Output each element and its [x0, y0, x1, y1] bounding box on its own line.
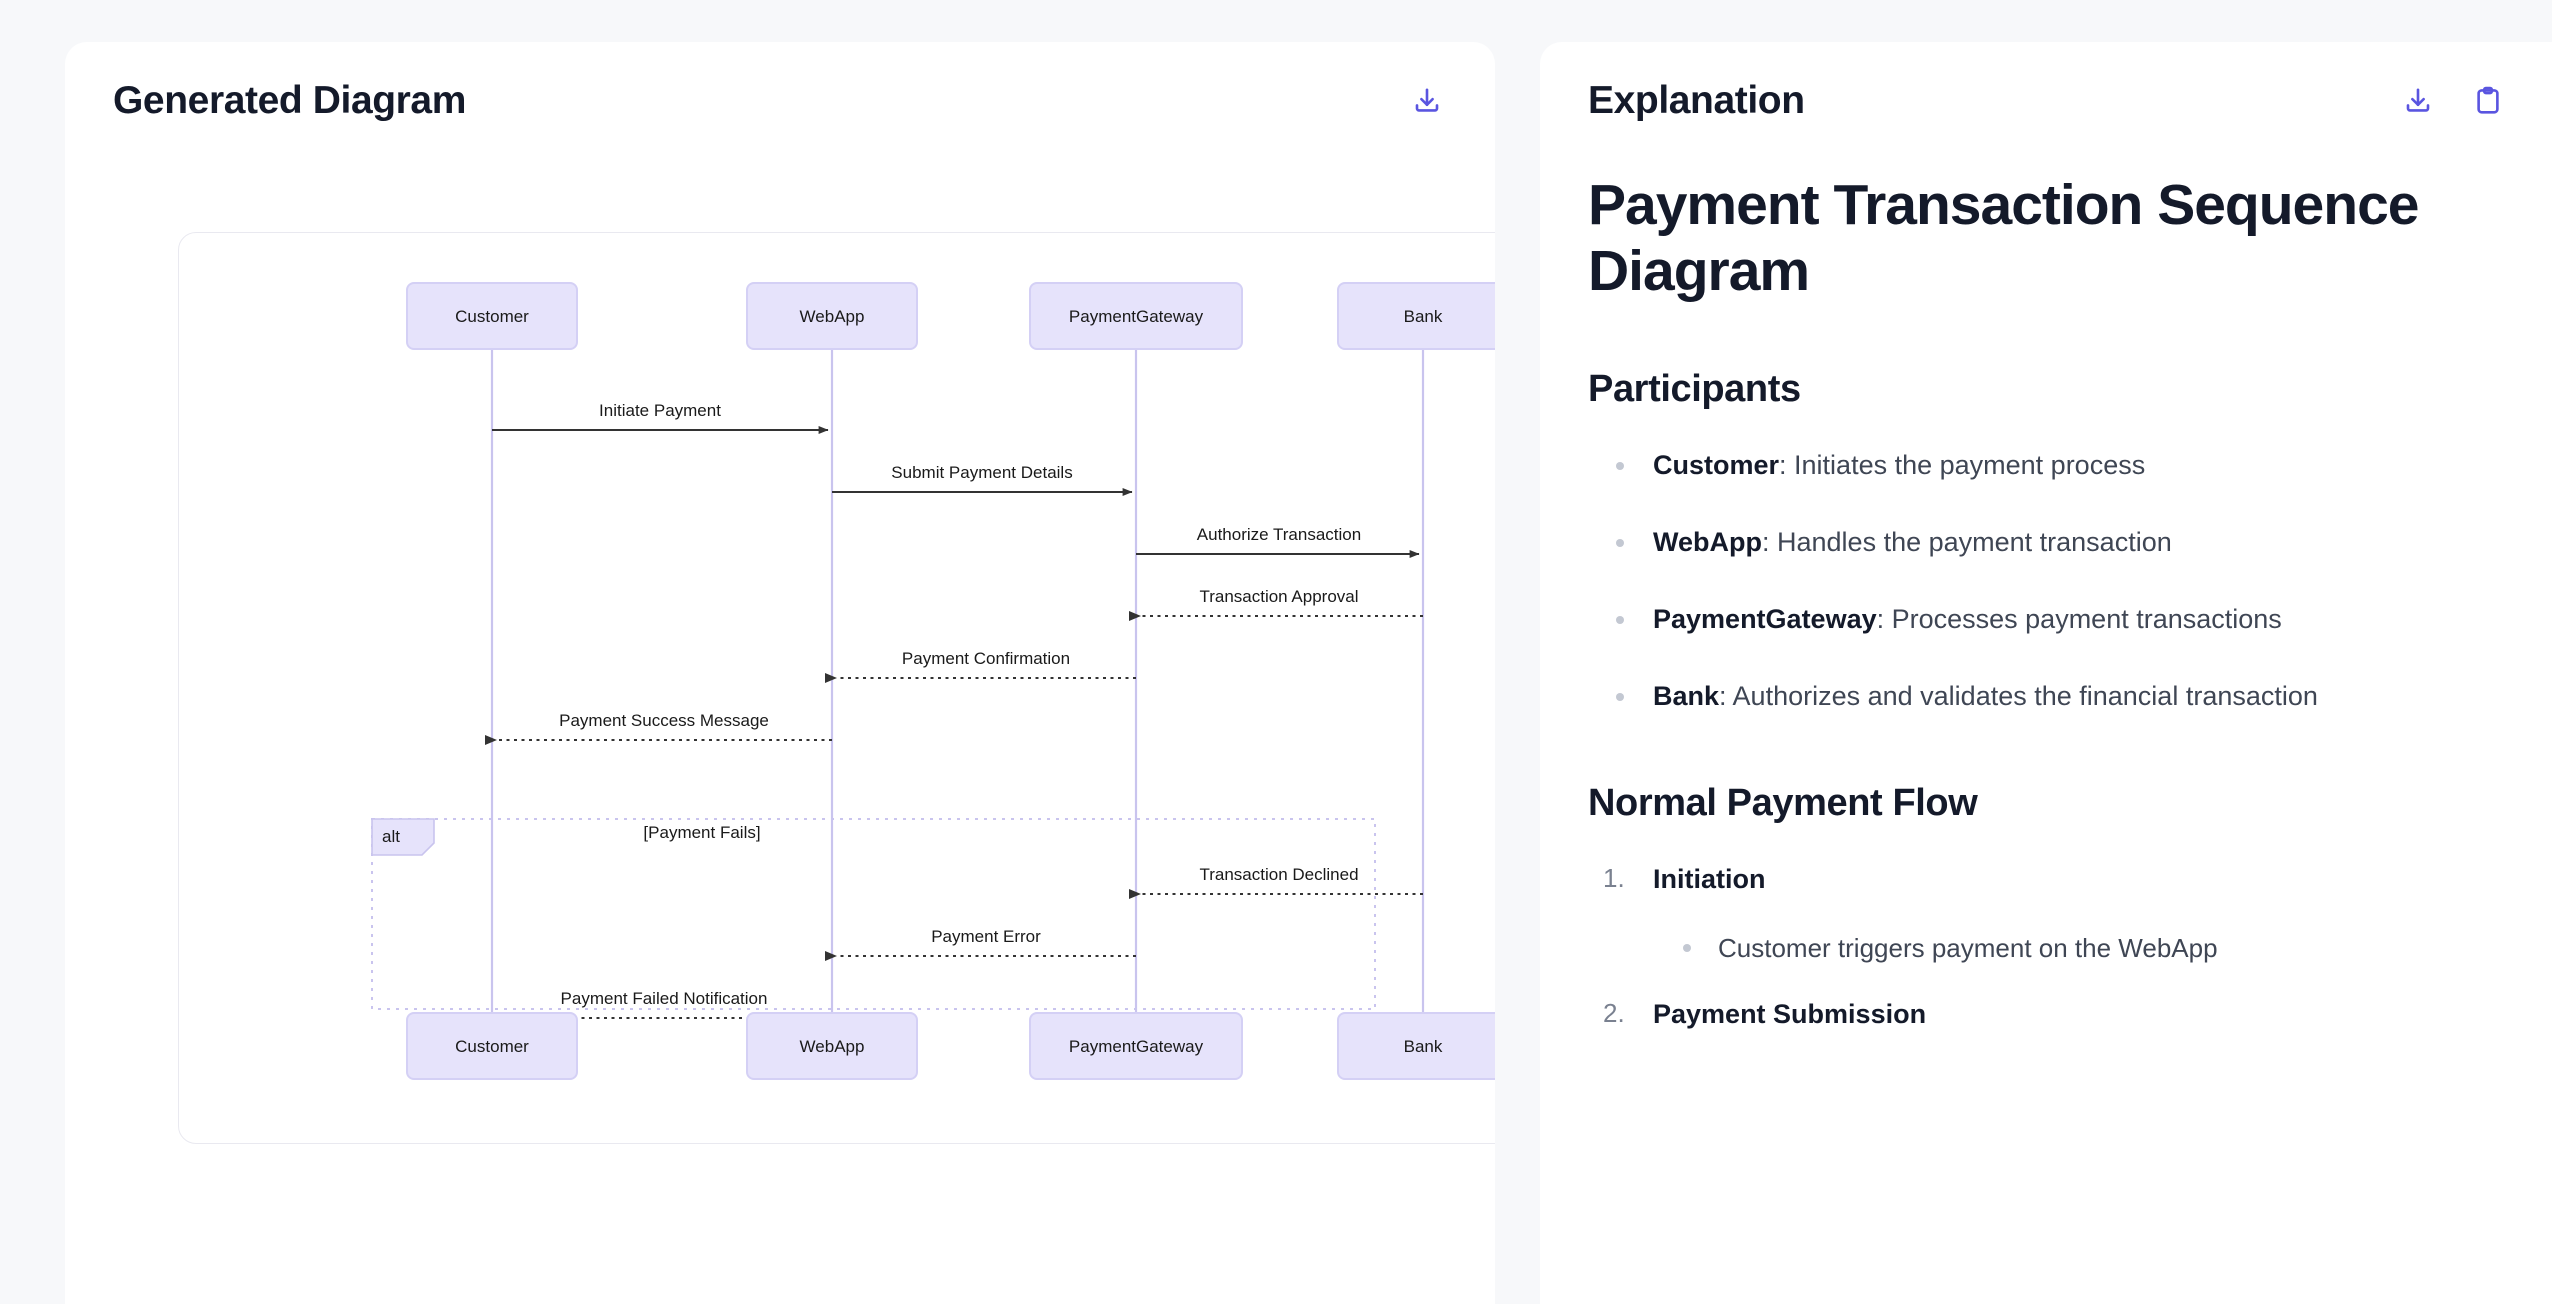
svg-text:WebApp: WebApp: [800, 307, 865, 326]
participant-name: PaymentGateway: [1653, 603, 1877, 634]
svg-text:Authorize Transaction: Authorize Transaction: [1197, 525, 1361, 544]
participant-desc: : Handles the payment transaction: [1762, 527, 2172, 558]
copy-explanation-button[interactable]: [2468, 81, 2508, 121]
explanation-title: Explanation: [1588, 79, 1805, 122]
list-item: Customer triggers payment on the WebApp: [1653, 929, 2504, 968]
svg-text:Customer: Customer: [455, 1037, 529, 1056]
svg-text:Payment Success Message: Payment Success Message: [559, 711, 769, 730]
svg-text:PaymentGateway: PaymentGateway: [1069, 1037, 1204, 1056]
list-item: Bank: Authorizes and validates the finan…: [1588, 676, 2504, 718]
list-item: Initiation Customer triggers payment on …: [1588, 859, 2504, 969]
svg-text:Submit Payment Details: Submit Payment Details: [891, 463, 1072, 482]
svg-text:Payment Failed Notification: Payment Failed Notification: [561, 989, 768, 1008]
participants-heading: Participants: [1588, 368, 1801, 411]
svg-text:Bank: Bank: [1404, 307, 1443, 326]
svg-text:Payment Error: Payment Error: [931, 927, 1041, 946]
download-icon: [1412, 86, 1442, 116]
clipboard-icon: [2473, 86, 2503, 116]
explanation-panel-header: Explanation: [1540, 42, 2552, 160]
svg-text:[Payment Fails]: [Payment Fails]: [643, 823, 760, 842]
svg-text:Customer: Customer: [455, 307, 529, 326]
sequence-diagram-canvas: alt [Payment Fails] Customer WebApp Paym…: [179, 233, 1495, 1143]
svg-text:alt: alt: [382, 827, 400, 846]
diagram-header-actions: [1407, 81, 1447, 121]
download-explanation-button[interactable]: [2398, 81, 2438, 121]
message-labels: Initiate Payment Submit Payment Details …: [559, 401, 1361, 1008]
svg-text:Bank: Bank: [1404, 1037, 1443, 1056]
flow-step-title: Payment Submission: [1653, 999, 1927, 1030]
flow-heading: Normal Payment Flow: [1588, 781, 1978, 824]
svg-text:Payment Confirmation: Payment Confirmation: [902, 649, 1070, 668]
list-item: Customer: Initiates the payment process: [1588, 445, 2504, 487]
participants-list: Customer: Initiates the payment process …: [1588, 445, 2504, 717]
flow-step-bullets: Customer triggers payment on the WebApp: [1653, 929, 2504, 968]
actor-boxes-top: Customer WebApp PaymentGateway Bank: [406, 282, 1495, 350]
diagram-frame: alt [Payment Fails] Customer WebApp Paym…: [178, 232, 1495, 1144]
generated-diagram-panel: Generated Diagram: [65, 42, 1495, 1304]
participant-desc: : Authorizes and validates the financial…: [1719, 680, 2318, 711]
svg-text:Transaction Approval: Transaction Approval: [1199, 587, 1358, 606]
svg-text:Transaction Declined: Transaction Declined: [1199, 865, 1358, 884]
download-diagram-button[interactable]: [1407, 81, 1447, 121]
flow-steps-list: Initiation Customer triggers payment on …: [1588, 859, 2504, 1035]
diagram-panel-header: Generated Diagram: [65, 42, 1495, 160]
page-title: Generated Diagram: [113, 79, 466, 122]
participant-name: Customer: [1653, 450, 1780, 481]
explanation-header-actions: [2398, 81, 2508, 121]
alt-fragment: alt [Payment Fails]: [371, 818, 1376, 1010]
explanation-doc-title: Payment Transaction Sequence Diagram: [1588, 173, 2419, 304]
list-item: Payment Submission: [1588, 994, 2504, 1035]
explanation-body: Payment Transaction Sequence Diagram Par…: [1540, 172, 2552, 1085]
list-item: WebApp: Handles the payment transaction: [1588, 522, 2504, 564]
actor-boxes-bottom: Customer WebApp PaymentGateway Bank: [406, 1012, 1495, 1080]
participant-desc: : Processes payment transactions: [1876, 603, 2282, 634]
svg-text:WebApp: WebApp: [800, 1037, 865, 1056]
flow-step-title: Initiation: [1653, 863, 1766, 894]
participant-name: Bank: [1653, 680, 1720, 711]
svg-text:Initiate Payment: Initiate Payment: [599, 401, 721, 420]
download-icon: [2403, 86, 2433, 116]
lifelines: [490, 348, 1425, 1013]
explanation-panel: Explanation: [1540, 42, 2552, 1304]
list-item: PaymentGateway: Processes payment transa…: [1588, 599, 2504, 641]
svg-text:PaymentGateway: PaymentGateway: [1069, 307, 1204, 326]
participant-desc: : Initiates the payment process: [1779, 450, 2146, 481]
participant-name: WebApp: [1653, 527, 1762, 558]
